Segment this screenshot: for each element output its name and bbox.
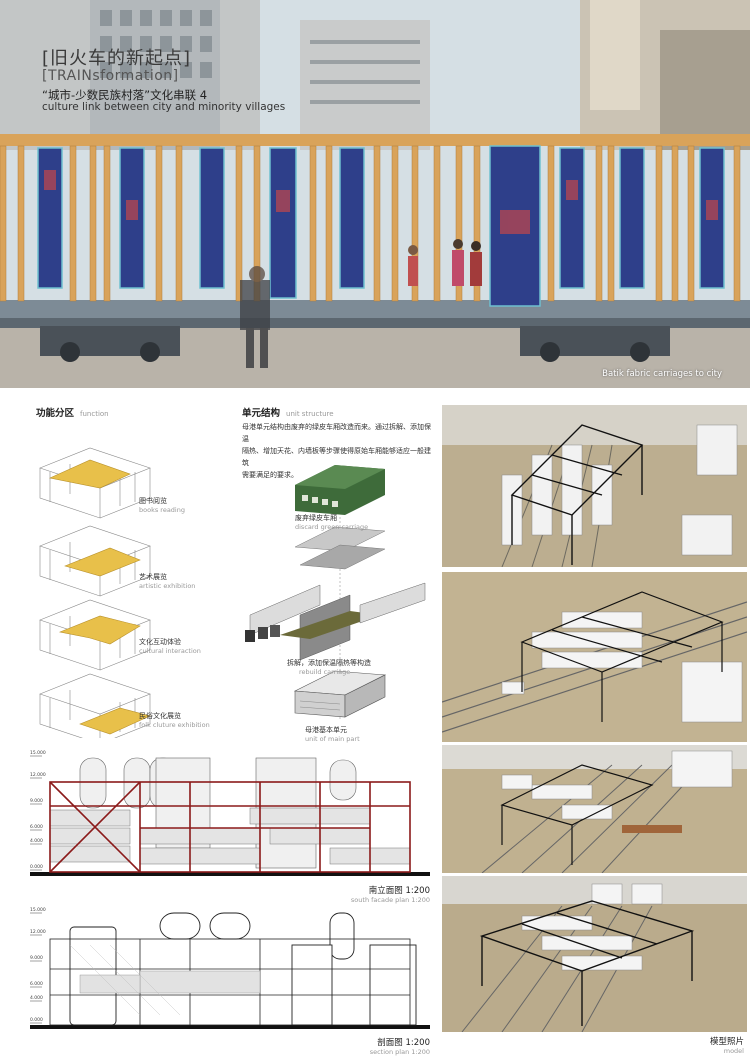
poster-subtitle-cn: “城市-少数民族村落”文化串联 4 xyxy=(42,88,208,102)
model-title: 模型照片 model xyxy=(660,1035,744,1055)
sect-level-1: 15.000 xyxy=(30,907,46,913)
elev-level-2: 12.000 xyxy=(30,772,46,778)
model-photo-4 xyxy=(442,876,747,1032)
function-item-4-cn: 民俗文化展览 xyxy=(139,712,181,720)
sect-level-3: 9.000 xyxy=(30,955,43,961)
unit-description: 母港单元结构由废弃的绿皮车厢改造而来。通过拆解、添加保温 隔热、增加天花、内墙板… xyxy=(242,421,432,481)
function-item-3: 文化互动体验 cultural interaction xyxy=(139,637,201,655)
model-photo-1 xyxy=(442,405,747,567)
elev-level-1: 15.000 xyxy=(30,750,46,756)
function-item-2-cn: 艺术展览 xyxy=(139,573,167,581)
unit-step-1: 废弃绿皮车厢 discard green carriage xyxy=(295,513,368,531)
unit-title-cn: 单元结构 xyxy=(242,408,281,419)
function-heading: 功能分区 function xyxy=(36,405,109,419)
function-item-2-en: artistic exhibition xyxy=(139,582,196,590)
poster-title-cn: [旧火车的新起点] xyxy=(42,48,192,69)
elev-level-6: 0.000 xyxy=(30,864,43,870)
unit-title-en: unit structure xyxy=(286,410,334,418)
section-title-cn: 剖面图 1:200 xyxy=(377,1038,430,1048)
unit-desc-line-2: 隔热、增加天花、内墙板等步骤使得原始车厢能够适应一般建筑 xyxy=(242,447,431,467)
section-drawing: 15.000 12.000 9.000 6.000 4.000 0.000 xyxy=(30,907,430,1029)
elevation-title-cn: 南立面图 1:200 xyxy=(368,886,430,896)
elev-level-4: 6.000 xyxy=(30,824,43,830)
sect-level-2: 12.000 xyxy=(30,929,46,935)
function-item-1-cn: 图书阅览 xyxy=(139,497,167,505)
function-axonometric-diagrams xyxy=(39,447,151,738)
hero-caption: Batik fabric carriages to city xyxy=(602,369,722,379)
unit-desc-line-3: 需要满足的要求。 xyxy=(242,471,298,479)
unit-step-1-en: discard green carriage xyxy=(295,523,369,531)
elev-level-3: 9.000 xyxy=(30,798,43,804)
unit-heading: 单元结构 unit structure xyxy=(242,405,334,419)
model-title-cn: 模型照片 xyxy=(709,1037,744,1047)
function-title-en: function xyxy=(80,410,109,418)
model-photo-3 xyxy=(442,745,747,873)
function-item-4-en: folk cluture exhibition xyxy=(139,721,210,729)
function-item-4: 民俗文化展览 folk cluture exhibition xyxy=(139,711,210,729)
unit-step-3-en: unit of main part xyxy=(305,735,360,743)
unit-exploded-diagram xyxy=(245,465,426,720)
section-title: 剖面图 1:200 section plan 1:200 xyxy=(345,1036,430,1056)
sect-level-6: 0.000 xyxy=(30,1017,43,1023)
hero-illustration xyxy=(0,0,750,388)
elev-level-5: 4.000 xyxy=(30,838,43,844)
unit-step-3: 母港基本单元 unit of main part xyxy=(305,725,360,743)
sect-level-4: 6.000 xyxy=(30,981,43,987)
unit-step-3-cn: 母港基本单元 xyxy=(305,726,347,734)
function-item-3-en: cultural interaction xyxy=(139,647,201,655)
elevation-title-en: south facade plan 1:200 xyxy=(350,896,430,904)
poster-title-en: [TRAINsformation] xyxy=(42,68,179,84)
model-photo-2 xyxy=(442,572,747,742)
unit-step-2-cn: 拆解，添加保温隔热等构造 xyxy=(287,659,371,667)
unit-step-2: 拆解，添加保温隔热等构造 rebuild carriage xyxy=(287,658,371,676)
unit-step-1-cn: 废弃绿皮车厢 xyxy=(295,514,337,522)
south-elevation-drawing: 15.000 12.000 9.000 6.000 4.000 0.000 xyxy=(30,750,430,876)
section-title-en: section plan 1:200 xyxy=(369,1048,430,1056)
unit-step-2-en: rebuild carriage xyxy=(299,668,351,676)
hero-render: [旧火车的新起点] [TRAINsformation] “城市-少数民族村落”文… xyxy=(0,0,750,388)
function-item-3-cn: 文化互动体验 xyxy=(139,638,181,646)
model-title-en: model xyxy=(723,1047,744,1055)
function-item-1-en: books reading xyxy=(139,506,185,514)
sect-level-5: 4.000 xyxy=(30,995,43,1001)
elevation-title: 南立面图 1:200 south facade plan 1:200 xyxy=(345,884,430,904)
unit-desc-line-1: 母港单元结构由废弃的绿皮车厢改造而来。通过拆解、添加保温 xyxy=(242,423,431,443)
poster-subtitle-en: culture link between city and minority v… xyxy=(42,101,286,113)
function-item-1: 图书阅览 books reading xyxy=(139,496,185,514)
function-title-cn: 功能分区 xyxy=(36,408,75,419)
function-item-2: 艺术展览 artistic exhibition xyxy=(139,572,195,590)
